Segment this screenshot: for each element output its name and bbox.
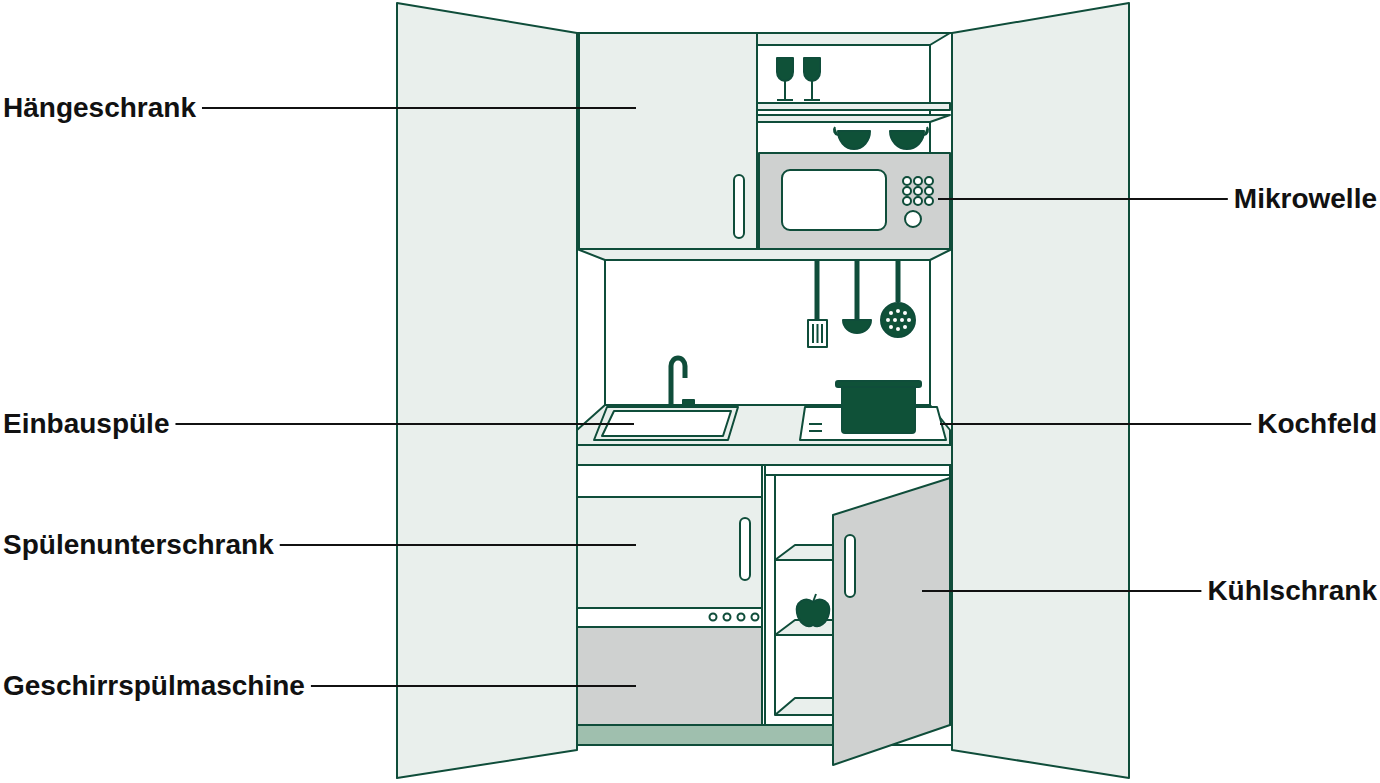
- handle: [740, 518, 750, 580]
- apple: [797, 594, 830, 626]
- shelf-top: [757, 33, 950, 45]
- sink-base-cabinet: [577, 497, 762, 608]
- microwave-buttons: [903, 177, 933, 227]
- cooktop-controls: [809, 424, 822, 431]
- part-label: Geschirrspülmaschine: [3, 670, 305, 702]
- leader-line: [938, 198, 1228, 200]
- leader-line: [202, 107, 636, 109]
- fridge-wall: [765, 474, 950, 476]
- part-label: Kochfeld: [1257, 408, 1377, 440]
- part-label: Hängeschrank: [3, 92, 196, 124]
- wall-cabinet: [579, 33, 757, 249]
- faucet-lever: [683, 400, 694, 405]
- dishwasher-buttons: [710, 614, 759, 621]
- part-label: Mikrowelle: [1234, 183, 1377, 215]
- handle: [734, 175, 744, 238]
- handle: [845, 535, 855, 597]
- shelf: [757, 103, 950, 110]
- dishwasher-controls: [577, 608, 762, 627]
- leader-line: [922, 590, 1201, 592]
- part-label: Spülenunterschrank: [3, 529, 274, 561]
- counter-front: [577, 445, 952, 465]
- fridge-door: [833, 478, 950, 765]
- pot: [836, 381, 921, 433]
- leader-lines: [175, 108, 1251, 686]
- fridge-wall: [774, 475, 776, 715]
- leader-line: [280, 544, 636, 546]
- right-door: [952, 3, 1129, 778]
- upper-base: [577, 249, 952, 260]
- leader-line: [175, 423, 634, 425]
- shelf-side: [929, 45, 931, 153]
- part-label: Einbauspüle: [3, 408, 169, 440]
- leader-line: [311, 685, 636, 687]
- wine-glasses: [777, 58, 820, 100]
- plinth: [577, 725, 833, 745]
- microwave-window: [782, 170, 886, 230]
- left-door: [397, 3, 577, 778]
- drawer-panel: [577, 465, 762, 497]
- microwave: [759, 153, 950, 249]
- leader-line: [940, 423, 1251, 425]
- part-label: Kühlschrank: [1207, 575, 1377, 607]
- cups: [834, 127, 928, 149]
- faucet: [671, 358, 685, 405]
- shelf: [757, 115, 950, 122]
- back-wall: [605, 260, 930, 405]
- utensils: [808, 260, 915, 347]
- dishwasher: [577, 627, 762, 725]
